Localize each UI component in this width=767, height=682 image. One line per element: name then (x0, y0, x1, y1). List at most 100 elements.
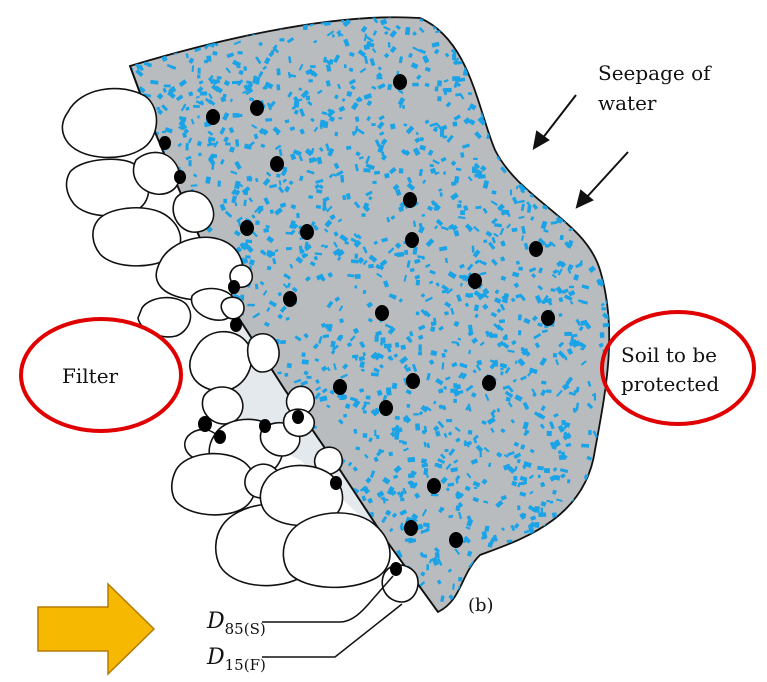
soil-speckle (608, 437, 614, 441)
soil-speckle (481, 563, 486, 569)
soil-speckle (596, 459, 601, 465)
soil-speckle (564, 191, 571, 199)
soil-speckle (162, 131, 166, 134)
soil-speckle (238, 20, 245, 24)
soil-speckle (553, 525, 562, 533)
soil-speckle (593, 246, 599, 252)
soil-speckle (163, 349, 167, 353)
soil-speckle (510, 562, 516, 568)
soil-speckle (346, 607, 353, 614)
soil-speckle (183, 585, 190, 592)
soil-speckle (200, 92, 207, 96)
soil-speckle (190, 526, 195, 531)
soil-speckle (279, 38, 284, 42)
soil-speckle (201, 538, 207, 544)
soil-particle (379, 400, 393, 416)
soil-speckle (559, 13, 566, 20)
soil-speckle (539, 154, 546, 159)
soil-speckle (250, 614, 256, 620)
soil-speckle (554, 545, 560, 554)
soil-speckle (133, 519, 140, 527)
soil-speckle (495, 38, 501, 44)
soil-speckle (355, 254, 358, 259)
soil-speckle (544, 187, 550, 192)
soil-speckle (128, 363, 133, 368)
soil-label-line2: protected (621, 372, 719, 396)
soil-speckle (595, 538, 600, 542)
soil-speckle (137, 358, 143, 365)
soil-speckle (545, 244, 548, 248)
soil-speckle (469, 229, 471, 232)
soil-speckle (328, 599, 332, 604)
soil-speckle (258, 10, 264, 17)
soil-speckle (355, 274, 361, 279)
soil-speckle (536, 30, 542, 37)
soil-speckle (515, 129, 521, 135)
soil-speckle (173, 602, 180, 605)
interface-particle (390, 562, 402, 576)
soil-speckle (530, 133, 535, 141)
soil-speckle (591, 65, 596, 69)
soil-speckle (273, 14, 278, 19)
soil-speckle (338, 592, 342, 596)
soil-speckle (166, 456, 173, 461)
soil-speckle (496, 63, 500, 69)
soil-speckle (189, 160, 192, 166)
soil-speckle (445, 88, 452, 92)
soil-speckle (506, 137, 510, 140)
soil-speckle (469, 24, 476, 31)
soil-speckle (129, 338, 137, 345)
soil-speckle (559, 139, 564, 144)
soil-speckle (261, 610, 269, 616)
soil-speckle (402, 105, 405, 109)
soil-speckle (445, 449, 449, 452)
soil-speckle (188, 580, 192, 585)
interface-particle (214, 430, 226, 444)
soil-speckle (139, 447, 144, 452)
soil-speckle (113, 444, 121, 452)
soil-speckle (211, 599, 216, 603)
soil-speckle (137, 556, 141, 562)
soil-speckle (165, 588, 170, 593)
soil-speckle (473, 158, 478, 161)
soil-speckle (265, 118, 272, 122)
soil-speckle (159, 37, 165, 43)
soil-speckle (361, 213, 365, 217)
soil-speckle (154, 398, 158, 402)
soil-speckle (135, 338, 137, 344)
soil-speckle (510, 133, 517, 138)
soil-speckle (119, 521, 125, 526)
soil-speckle (180, 572, 187, 580)
soil-speckle (190, 542, 194, 546)
soil-speckle (207, 326, 212, 332)
soil-speckle (526, 145, 533, 151)
soil-speckle (154, 594, 158, 602)
soil-speckle (419, 9, 424, 16)
soil-speckle (607, 537, 615, 543)
soil-speckle (562, 151, 570, 158)
soil-speckle (515, 580, 521, 586)
filter-grain (172, 454, 256, 515)
soil-speckle (588, 149, 595, 156)
soil-particle (250, 100, 264, 116)
soil-speckle (193, 105, 200, 108)
soil-speckle (273, 21, 280, 27)
soil-speckle (598, 248, 603, 251)
soil-speckle (246, 27, 253, 34)
soil-speckle (608, 575, 614, 578)
soil-speckle (155, 615, 159, 620)
soil-speckle (132, 566, 137, 571)
soil-speckle (262, 600, 268, 605)
d85-label: D85(S) (206, 609, 266, 638)
soil-speckle (197, 75, 200, 79)
soil-speckle (244, 24, 249, 31)
soil-speckle (364, 587, 368, 592)
pointer-arrow-icon (38, 584, 154, 674)
soil-speckle (581, 169, 589, 174)
soil-speckle (129, 81, 134, 88)
soil-speckle (290, 591, 296, 598)
soil-speckle (591, 605, 597, 612)
soil-speckle (601, 450, 607, 456)
seepage-label-line2: water (598, 91, 657, 115)
soil-speckle (244, 16, 250, 21)
